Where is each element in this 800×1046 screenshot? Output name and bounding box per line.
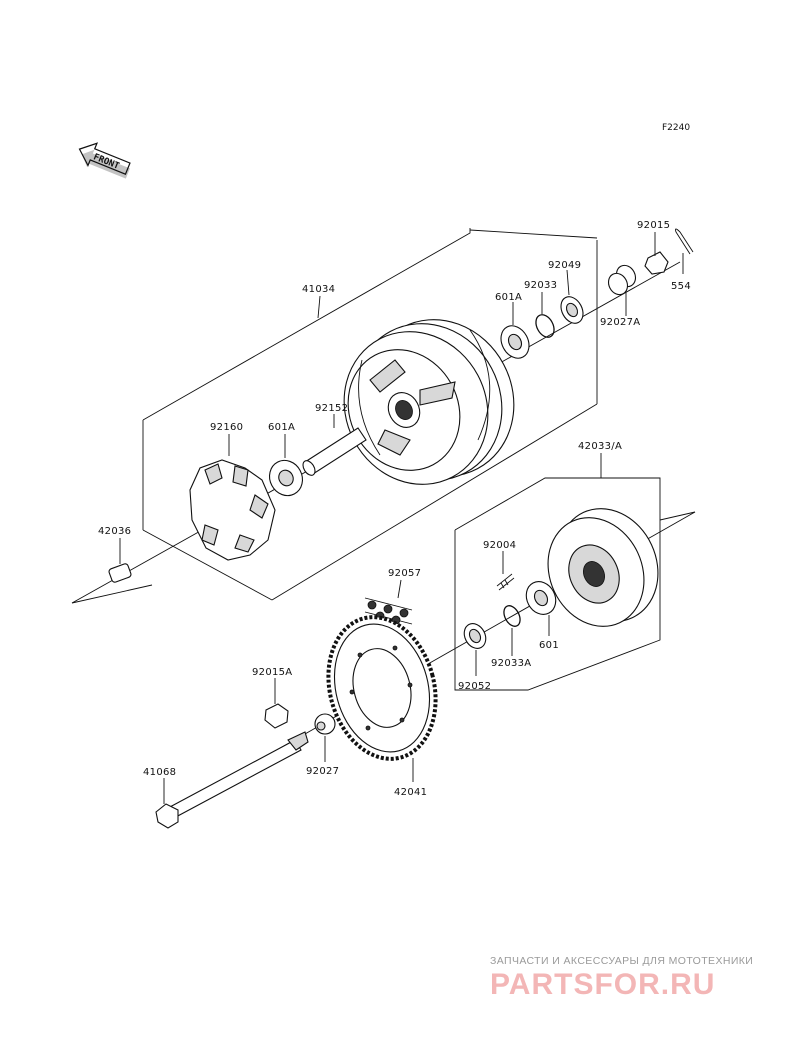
callout-92052: 92052: [458, 681, 491, 692]
callout-92027a: 92027A: [600, 317, 640, 328]
callout-42041: 42041: [394, 787, 427, 798]
spacer-tube-92152: [302, 427, 367, 476]
callout-92057: 92057: [388, 568, 421, 579]
callout-601a-mid: 601A: [268, 422, 295, 433]
callout-92004: 92004: [483, 540, 516, 551]
callout-92033: 92033: [524, 280, 557, 291]
sprocket-42041: [326, 615, 438, 761]
callout-601a-top: 601A: [495, 292, 522, 303]
watermark-logo: PARTSFOR.RU: [490, 968, 715, 1001]
callout-92015a: 92015A: [252, 667, 292, 678]
circlip-92033a: [503, 605, 521, 627]
wheel-rim: [343, 319, 515, 485]
stud-92004: [496, 573, 515, 591]
figure-code: F2240: [662, 123, 690, 133]
callout-92152: 92152: [315, 403, 348, 414]
callout-554: 554: [671, 281, 691, 292]
nut-92015a: [264, 703, 289, 729]
callout-41034: 41034: [302, 284, 335, 295]
circlip-92033: [535, 314, 555, 338]
bracket-42033: [454, 477, 661, 691]
sprocket-hub-42033a: [547, 508, 659, 627]
callout-92027: 92027: [306, 766, 339, 777]
collar-92027: [314, 713, 336, 735]
bracket-41034: [142, 228, 471, 421]
nut-92015: [644, 251, 669, 275]
collar-92027a: [607, 264, 637, 296]
callout-92049: 92049: [548, 260, 581, 271]
callout-41068: 41068: [143, 767, 176, 778]
callout-601: 601: [539, 640, 559, 651]
seal-92049: [560, 296, 584, 324]
callout-92160: 92160: [210, 422, 243, 433]
bearing-601a-mid: [268, 459, 304, 497]
watermark-tagline: ЗАПЧАСТИ И АКСЕССУАРЫ ДЛЯ МОТОТЕХНИКИ: [490, 955, 753, 967]
callout-42033a: 42033/A: [578, 441, 622, 452]
bearing-601: [525, 581, 557, 615]
front-arrow-icon: FRONT: [78, 142, 131, 179]
cotter-pin-554: [675, 228, 694, 255]
axle-41068: [155, 731, 309, 829]
callout-92015: 92015: [637, 220, 670, 231]
collar-42036: [108, 563, 132, 583]
bearing-601a-top: [500, 325, 530, 359]
callout-42036: 42036: [98, 526, 131, 537]
seal-92052: [463, 623, 487, 649]
damper-92160: [189, 459, 276, 561]
callout-92033a: 92033A: [491, 658, 531, 669]
